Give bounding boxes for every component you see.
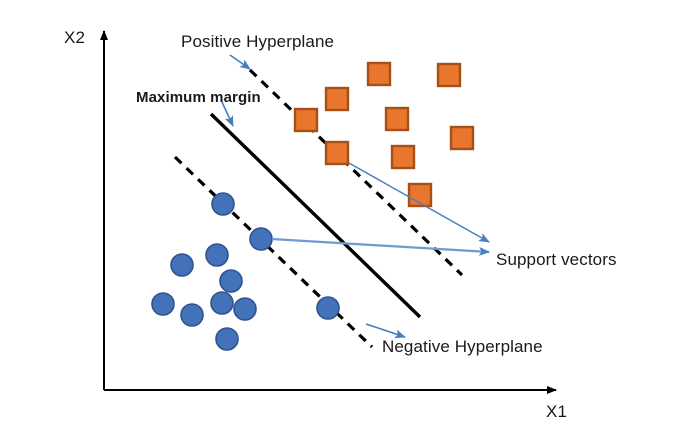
maximum-margin-label: Maximum margin: [136, 89, 261, 106]
data-point-circle-support-vector: [211, 192, 235, 216]
maximum-margin-line: [209, 112, 422, 319]
data-point-circle: [215, 327, 239, 351]
axes-group: [100, 30, 557, 394]
data-point-circle-support-vector: [249, 227, 273, 251]
positive-class-points: [293, 61, 475, 208]
arrow-support-vector-circle: [271, 237, 490, 256]
x-axis-label: X1: [546, 402, 568, 421]
data-point-square: [449, 125, 475, 151]
negative-hyperplane-label: Negative Hyperplane: [382, 337, 543, 356]
data-point-square-support-vector: [293, 107, 319, 133]
data-point-circle: [233, 297, 257, 321]
data-point-square: [324, 86, 350, 112]
negative-class-points: [151, 192, 340, 351]
negative-hyperplane-line: [173, 155, 374, 349]
annotation-arrows: [221, 54, 490, 339]
data-point-square: [366, 61, 392, 87]
data-point-circle: [210, 291, 234, 315]
arrow-to-negative-hyperplane: [365, 323, 406, 339]
data-point-circle: [205, 243, 229, 267]
arrow-to-maximum-margin: [221, 101, 234, 127]
y-axis-label: X2: [64, 28, 86, 47]
data-point-square: [390, 144, 416, 170]
data-point-square: [436, 62, 462, 88]
data-point-circle-support-vector: [316, 296, 340, 320]
data-point-circle: [151, 292, 175, 316]
positive-hyperplane-label: Positive Hyperplane: [181, 32, 335, 51]
data-point-circle: [180, 303, 204, 327]
positive-hyperplane-line: [248, 68, 464, 277]
support-vectors-label: Support vectors: [496, 250, 617, 269]
hyperplanes-group: [173, 68, 464, 349]
arrow-support-vector-square: [348, 162, 490, 243]
data-point-square-support-vector: [324, 140, 350, 166]
data-point-circle: [170, 253, 194, 277]
data-point-circle: [219, 269, 243, 293]
arrow-to-positive-hyperplane: [229, 54, 251, 70]
data-point-square: [384, 106, 410, 132]
